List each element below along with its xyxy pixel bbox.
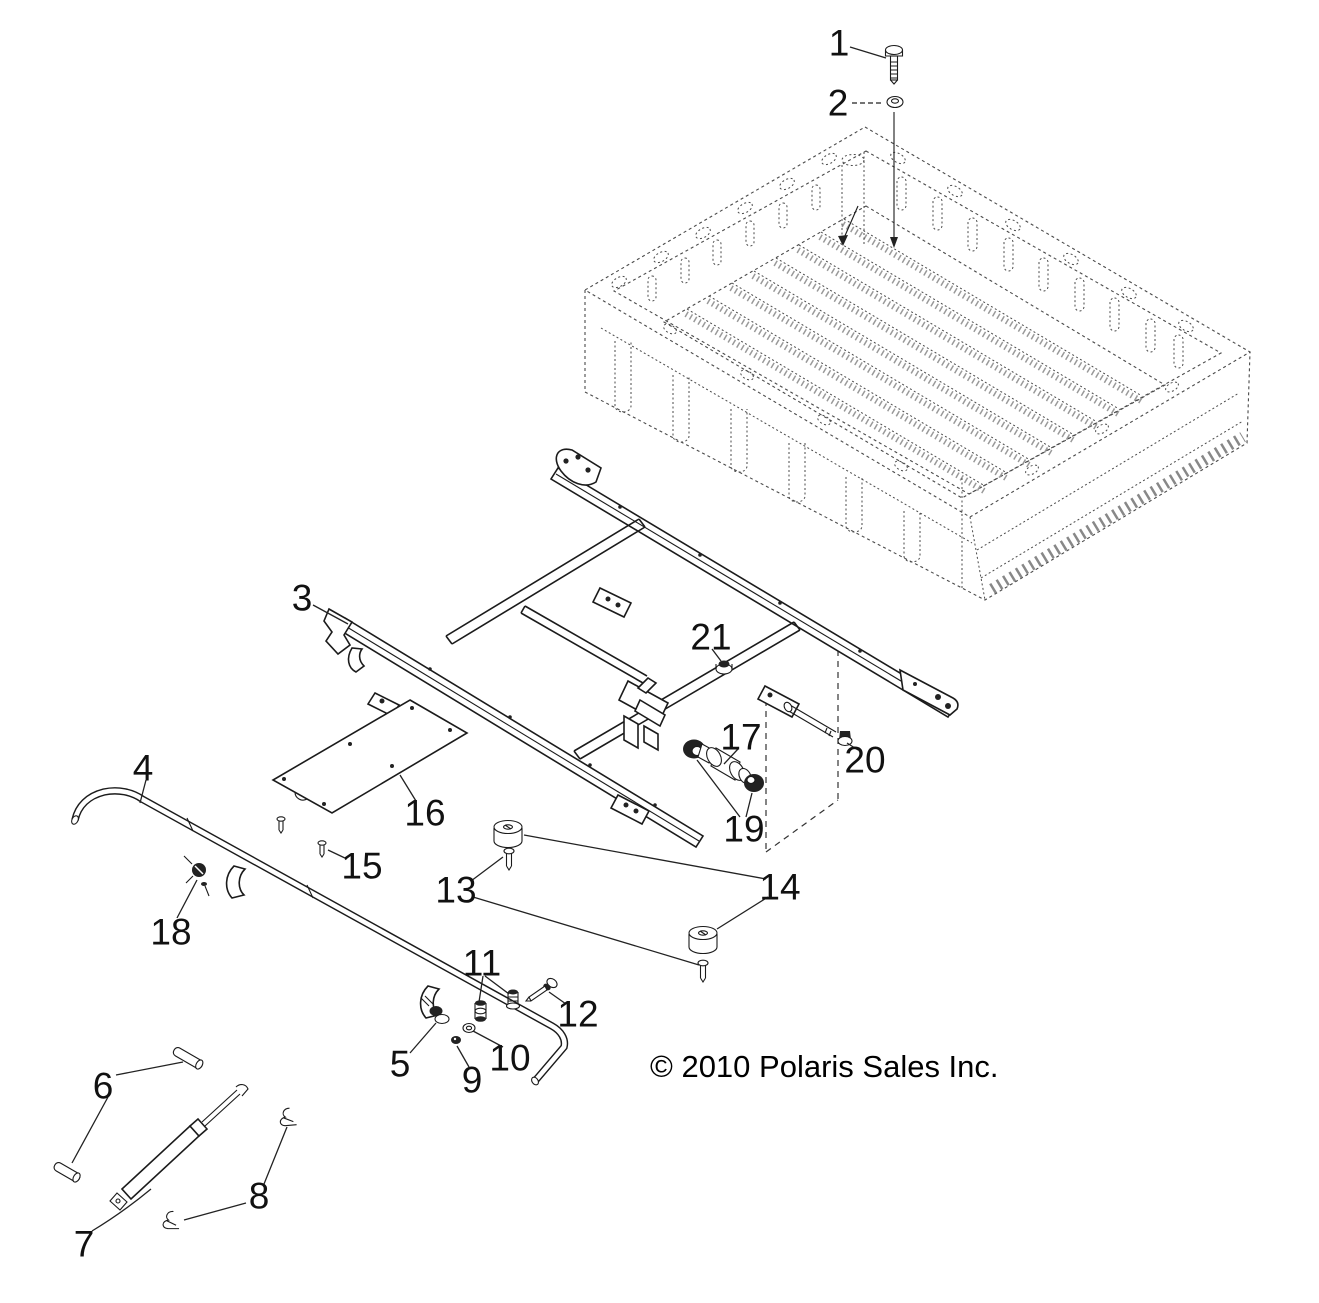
callout-8: 8 [248, 1175, 270, 1217]
callout-15: 15 [341, 845, 383, 887]
projection-lines [765, 650, 839, 853]
screw-13b [697, 959, 709, 984]
callout-19: 19 [723, 808, 765, 850]
bolt-1 [884, 44, 904, 85]
pin-6b [53, 1162, 81, 1183]
callout-18: 18 [150, 911, 192, 953]
screw-13a [503, 847, 515, 872]
callout-17: 17 [720, 716, 762, 758]
bumper-14b [688, 925, 718, 955]
nut-21 [715, 660, 733, 675]
bumper-14a [493, 819, 523, 849]
callout-12: 12 [557, 993, 599, 1035]
callout-13: 13 [435, 869, 477, 911]
nut-9 [451, 1036, 461, 1044]
small-parts-art [53, 44, 904, 1230]
skid-panel-art [271, 699, 469, 814]
callout-9: 9 [461, 1059, 483, 1101]
callout-7: 7 [73, 1223, 95, 1265]
screw-15b [317, 840, 327, 858]
callout-21: 21 [690, 616, 732, 658]
callout-5: 5 [389, 1043, 411, 1085]
leader-lines [71, 46, 887, 1232]
callout-1: 1 [828, 22, 850, 64]
clip-18 [183, 855, 210, 897]
washer-2 [886, 95, 904, 109]
gas-strut-7 [109, 1084, 249, 1211]
washer-10 [462, 1022, 476, 1034]
callout-10: 10 [489, 1037, 531, 1079]
callout-3: 3 [291, 577, 313, 619]
callout-16: 16 [404, 792, 446, 834]
bushing-11b [505, 989, 521, 1010]
callout-6: 6 [92, 1065, 114, 1107]
callout-20: 20 [844, 739, 886, 781]
bolt-12 [524, 977, 558, 1002]
rim-bolt-holes [611, 151, 1194, 476]
callout-11: 11 [462, 942, 502, 984]
bed-frame-art [323, 448, 959, 849]
pin-6a [172, 1047, 204, 1070]
bolt-5 [420, 995, 450, 1025]
roller-assembly-17-19 [683, 739, 764, 792]
cargo-box-art [583, 112, 1252, 601]
callout-4: 4 [132, 747, 154, 789]
clip-8b [162, 1210, 180, 1230]
callout-2: 2 [827, 82, 849, 124]
clip-8a [279, 1107, 297, 1127]
bushing-11a [474, 1000, 487, 1022]
screw-15a [276, 816, 286, 834]
callout-14: 14 [759, 866, 801, 908]
copyright-text: © 2010 Polaris Sales Inc. [650, 1049, 999, 1084]
